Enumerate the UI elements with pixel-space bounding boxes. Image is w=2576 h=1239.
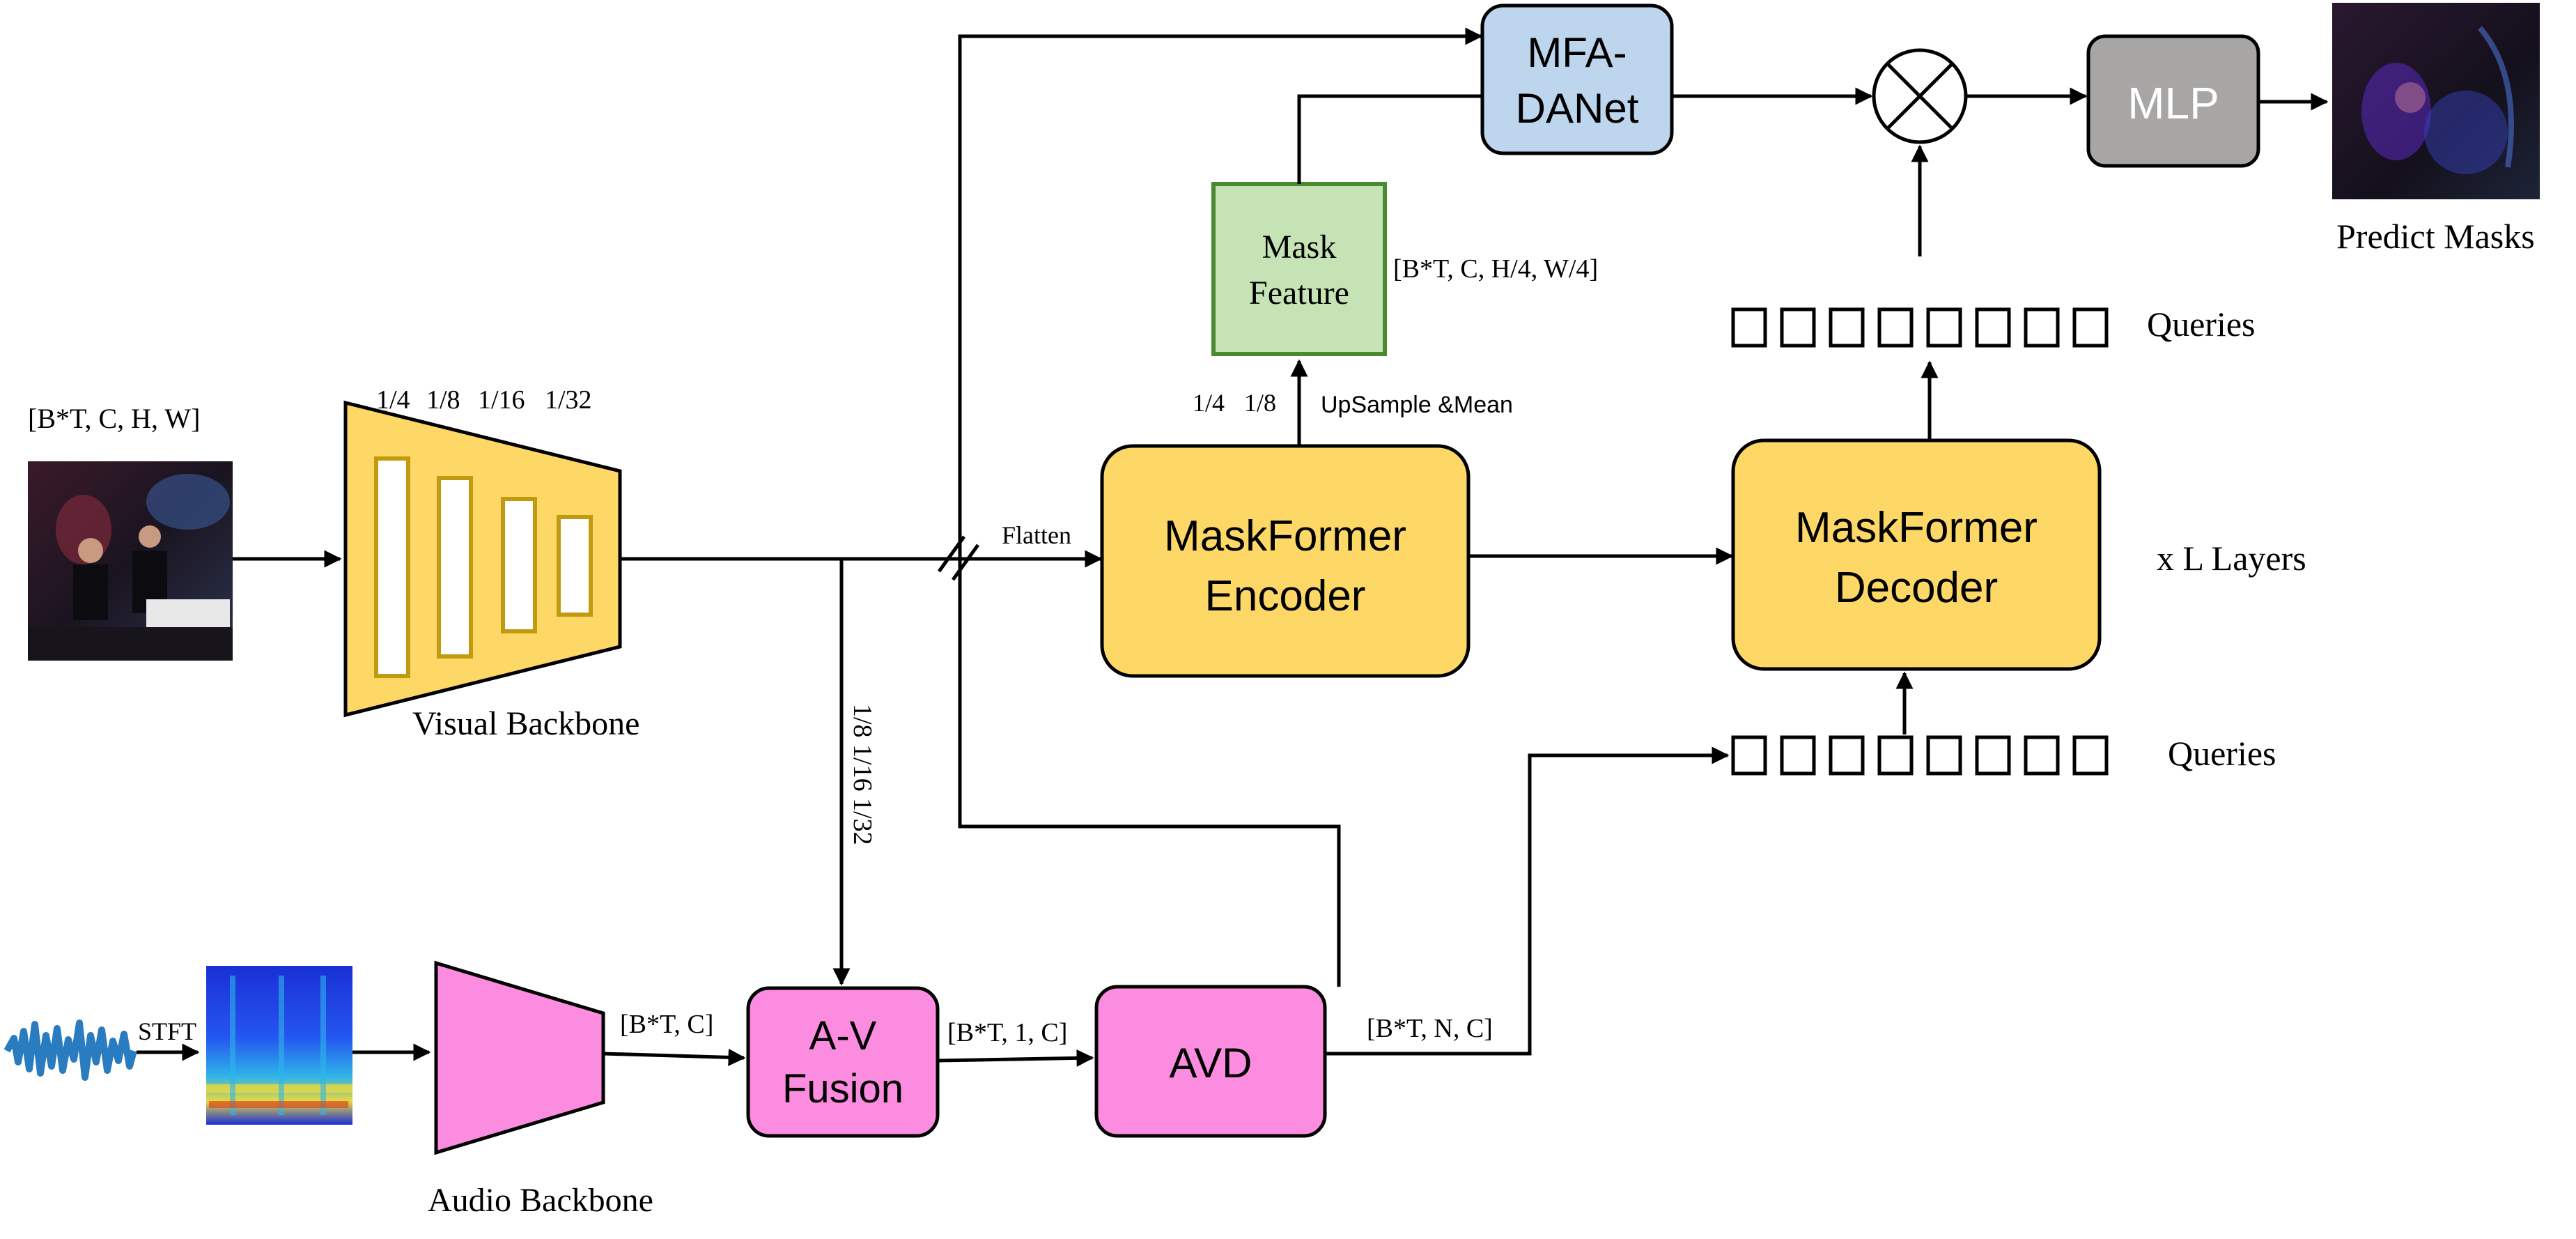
break-mark <box>951 544 980 581</box>
av-fusion-line1: A-V <box>809 1013 877 1059</box>
vertical-scales-label: 1/8 1/16 1/32 <box>848 704 877 845</box>
flatten-label: Flatten <box>1002 521 1071 549</box>
multiply-icon <box>1872 48 1968 144</box>
audio-dims-label: [B*T, C] <box>620 1010 713 1039</box>
predict-masks-image <box>2332 3 2540 199</box>
avd-label: AVD <box>1170 1040 1252 1086</box>
decoder-label-line2: Decoder <box>1835 564 1998 612</box>
scale-label-1-16: 1/16 <box>478 385 525 415</box>
mask-feature-dims: [B*T, C, H/4, W/4] <box>1393 254 1598 284</box>
queries-bottom <box>1731 735 2109 776</box>
predict-masks-label: Predict Masks <box>2336 217 2535 256</box>
scale-label-1-32: 1/32 <box>545 385 592 415</box>
mask-feature-line1: Mask <box>1262 229 1337 266</box>
mfa-danet-box <box>1480 3 1674 155</box>
scale-label-1-4: 1/4 <box>376 385 410 415</box>
mfa-label-line1: MFA- <box>1527 29 1627 76</box>
audio-backbone <box>434 960 605 1155</box>
av-fusion-line2: Fusion <box>782 1066 903 1111</box>
mask-feature-line2: Feature <box>1249 275 1349 311</box>
upsample-label: UpSample &Mean <box>1321 392 1513 418</box>
scale-label-1-8: 1/8 <box>426 385 460 415</box>
mask-feature-box <box>1211 182 1387 356</box>
input-dims-label: [B*T, C, H, W] <box>28 403 200 434</box>
visual-backbone <box>343 400 622 718</box>
mask-scale-1-8: 1/8 <box>1244 389 1276 417</box>
layers-label: x L Layers <box>2157 539 2306 578</box>
avd-dims-label: [B*T, N, C] <box>1367 1014 1493 1043</box>
visual-backbone-label: Visual Backbone <box>412 705 639 742</box>
mask-scale-1-4: 1/4 <box>1193 389 1225 417</box>
encoder-label-line1: MaskFormer <box>1164 512 1406 560</box>
fusion-dims-label: [B*T, 1, C] <box>947 1018 1067 1047</box>
maskformer-decoder <box>1731 438 2102 671</box>
encoder-label-line2: Encoder <box>1205 572 1366 620</box>
queries-top-label: Queries <box>2147 305 2256 344</box>
audio-backbone-label: Audio Backbone <box>428 1182 653 1219</box>
input-frame-image <box>28 461 233 661</box>
avd-box <box>1094 985 1327 1138</box>
waveform-icon <box>3 1019 137 1081</box>
queries-top <box>1731 307 2109 348</box>
mfa-label-line2: DANet <box>1516 85 1639 132</box>
queries-bottom-label: Queries <box>2168 734 2276 773</box>
decoder-label-line1: MaskFormer <box>1795 504 2038 552</box>
spectrogram-image <box>206 966 352 1125</box>
av-fusion-box <box>746 986 940 1138</box>
stft-label: STFT <box>138 1017 196 1045</box>
maskformer-encoder <box>1100 444 1471 678</box>
mlp-label: MLP <box>2127 78 2219 128</box>
